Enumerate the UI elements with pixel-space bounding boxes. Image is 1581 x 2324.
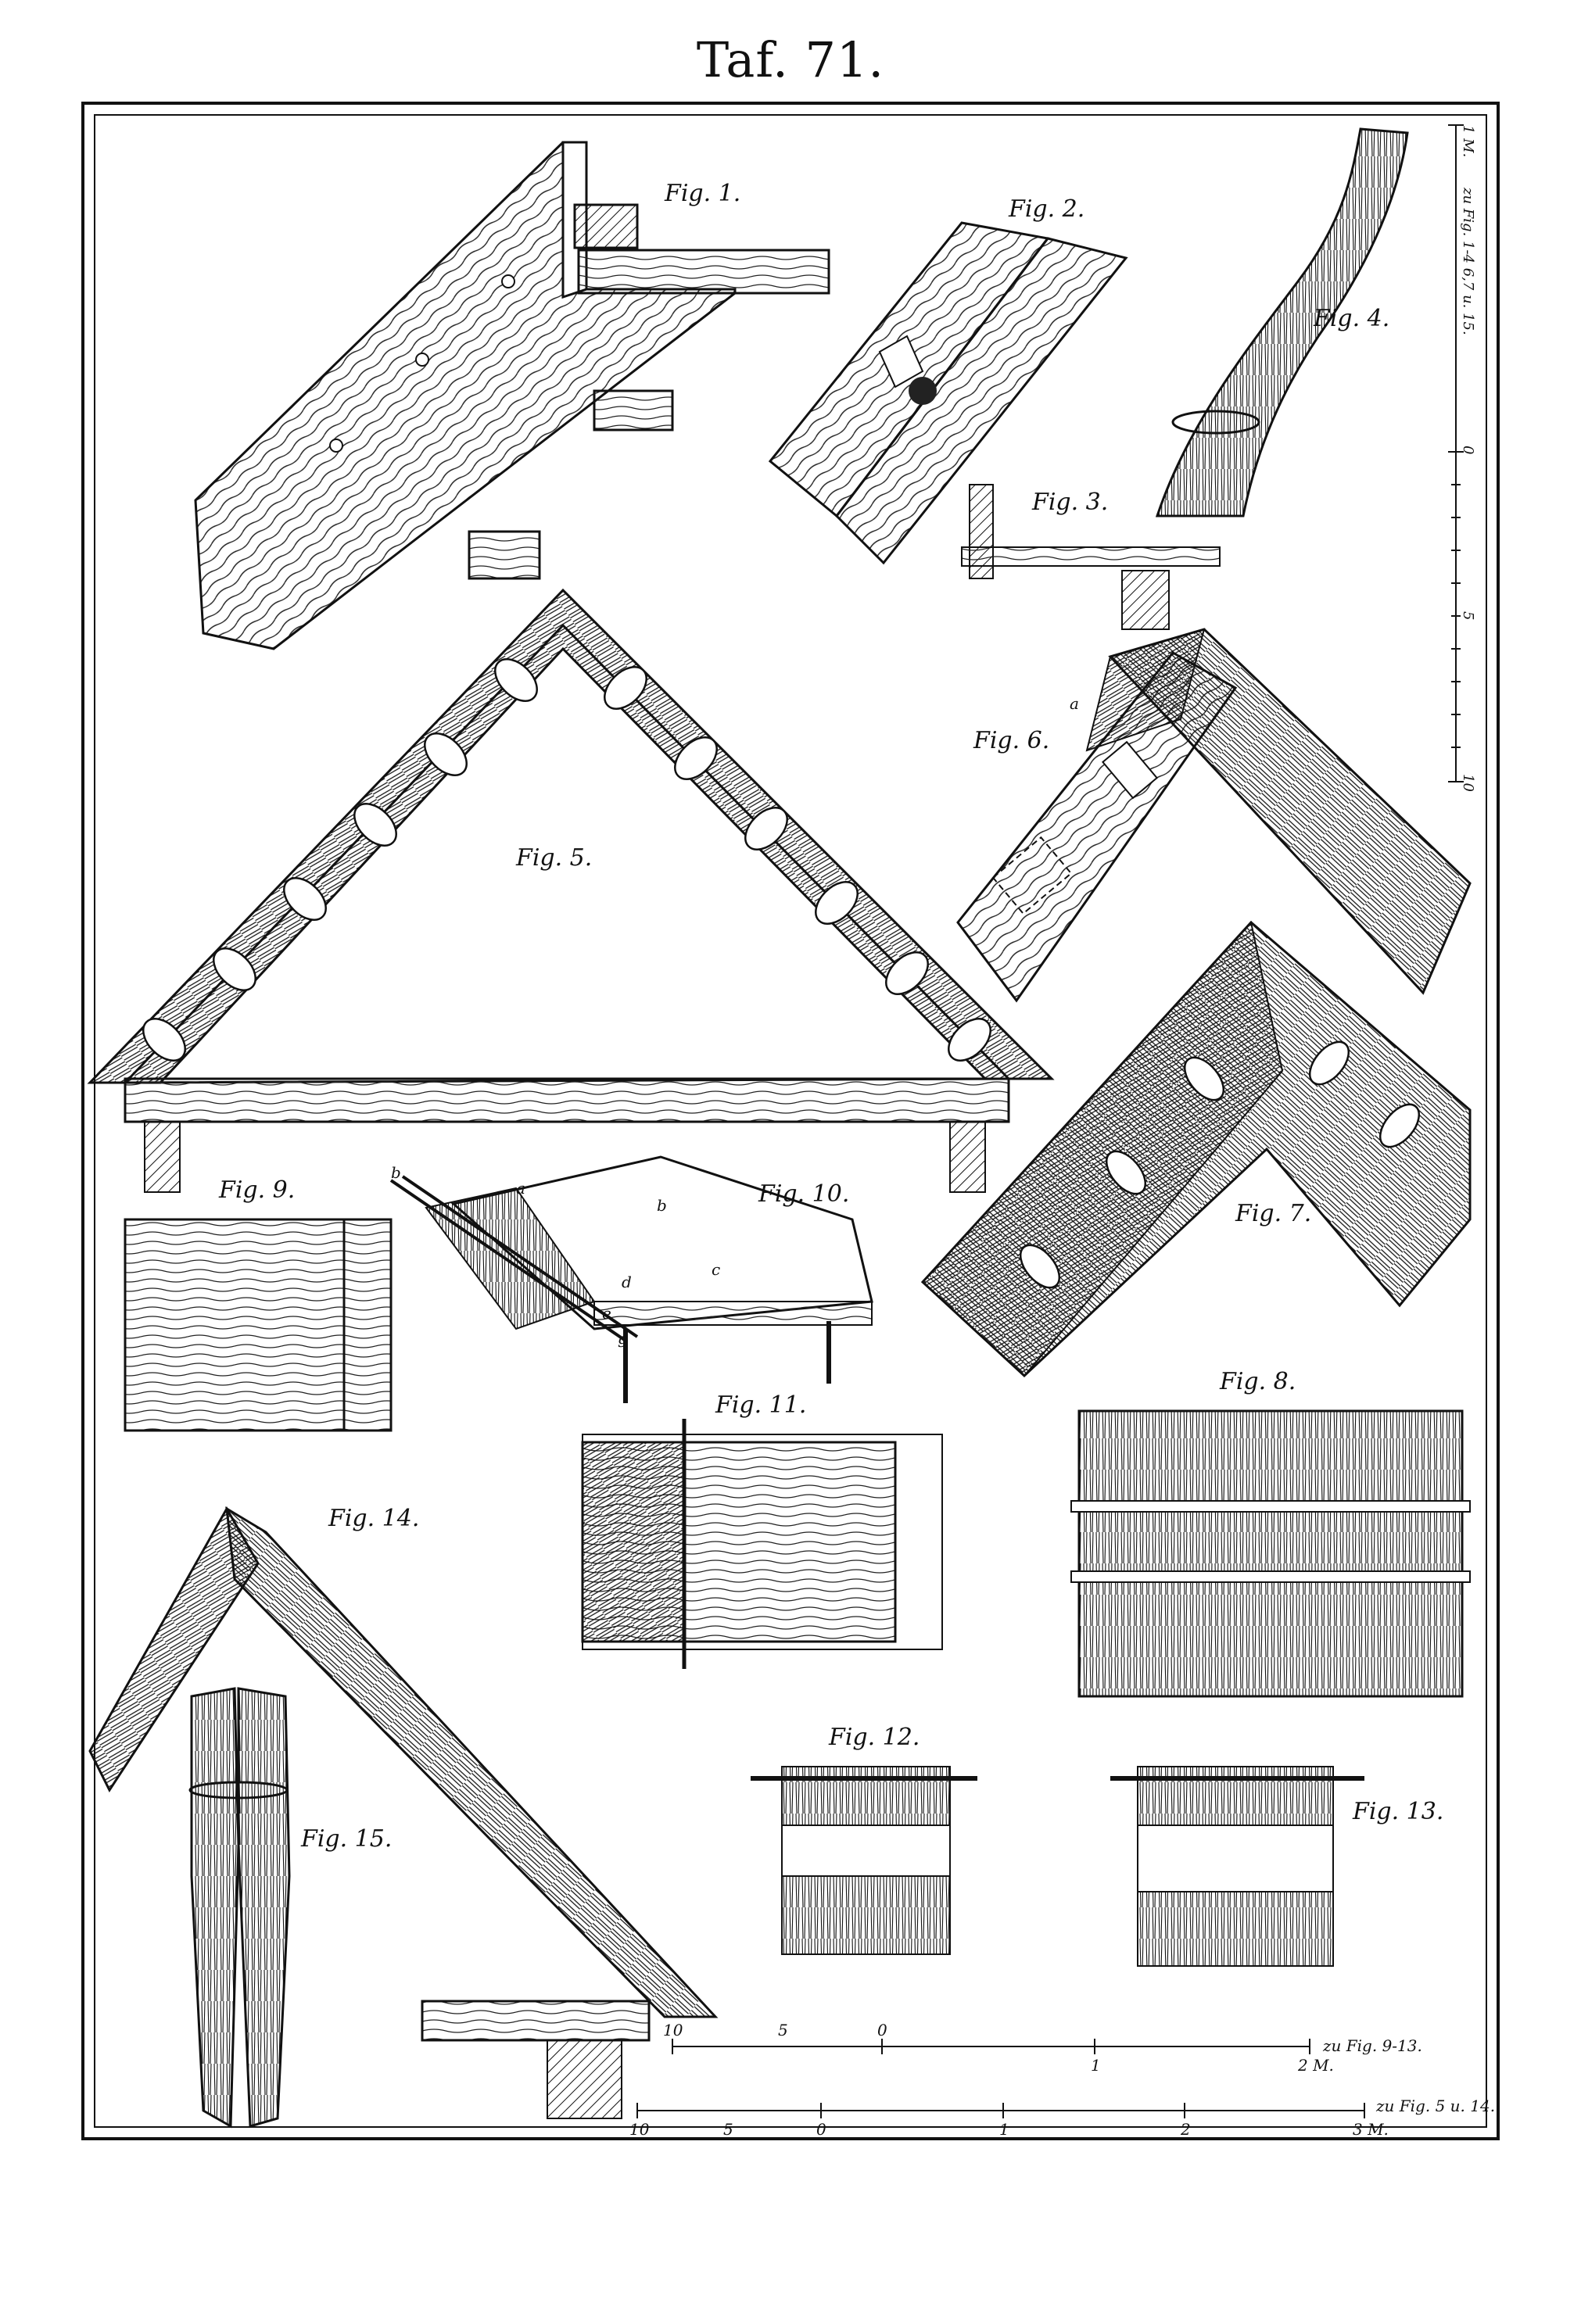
fig10-letter-g: g bbox=[618, 1329, 628, 1348]
fig10-drawing bbox=[389, 1155, 873, 1403]
right-scale-unit: 1 M. bbox=[1460, 125, 1476, 158]
right-scale bbox=[1448, 124, 1464, 782]
lower2-tick-0: 0 bbox=[816, 2120, 826, 2139]
fig6-letter-a: a bbox=[1070, 694, 1079, 713]
lower-scales bbox=[636, 2039, 1365, 2118]
fig14-label: Fig. 14. bbox=[328, 1505, 420, 1532]
fig4-label: Fig. 4. bbox=[1314, 305, 1390, 332]
lower1-tick-5: 5 bbox=[778, 2021, 788, 2039]
fig7-label: Fig. 7. bbox=[1235, 1200, 1312, 1227]
plate-frame-outer bbox=[81, 102, 1500, 2140]
fig15-label: Fig. 15. bbox=[301, 1825, 393, 1853]
fig10-letter-c: c bbox=[712, 1260, 721, 1279]
fig1-drawing bbox=[194, 141, 830, 650]
fig6-drawing bbox=[956, 628, 1472, 1003]
lower2-tick-3: 3 M. bbox=[1353, 2120, 1389, 2139]
fig12-drawing bbox=[751, 1766, 977, 1955]
lower1-tick-0: 0 bbox=[877, 2021, 887, 2039]
fig7-drawing bbox=[920, 920, 1472, 1378]
plate-title: Taf. 71. bbox=[696, 31, 885, 88]
fig9-drawing bbox=[124, 1218, 393, 1432]
lower1-tick-2: 2 M. bbox=[1298, 2056, 1334, 2075]
fig10-letter-e: e bbox=[602, 1304, 611, 1323]
fig13-label: Fig. 13. bbox=[1353, 1798, 1444, 1825]
fig10-letter-b2: b bbox=[657, 1196, 667, 1215]
fig15-drawing bbox=[188, 1687, 291, 2129]
plate-frame-inner bbox=[94, 114, 1487, 2128]
lower2-tick-1: 1 bbox=[999, 2120, 1009, 2139]
fig11-drawing bbox=[581, 1419, 943, 1669]
right-scale-tick-0: 0 bbox=[1460, 446, 1476, 455]
fig10-label: Fig. 10. bbox=[758, 1180, 850, 1208]
lower2-tick-2: 2 bbox=[1181, 2120, 1191, 2139]
right-scale-label: zu Fig. 1-4 6,7 u. 15. bbox=[1460, 188, 1476, 335]
fig2-label: Fig. 2. bbox=[1009, 195, 1085, 223]
fig9-label: Fig. 9. bbox=[219, 1176, 296, 1204]
fig3-label: Fig. 3. bbox=[1032, 489, 1109, 516]
fig14-drawing bbox=[88, 1506, 719, 2119]
lower1-tick-1: 1 bbox=[1091, 2056, 1101, 2075]
fig13-drawing bbox=[1110, 1766, 1364, 1967]
fig1-label: Fig. 1. bbox=[665, 180, 741, 207]
lower2-tick-10: 10 bbox=[629, 2120, 650, 2139]
right-scale-tick-10: 10 bbox=[1460, 774, 1476, 792]
fig5-drawing bbox=[87, 588, 1055, 1193]
fig5-label: Fig. 5. bbox=[516, 844, 593, 872]
fig10-letter-b: b bbox=[391, 1163, 401, 1182]
fig4-drawing bbox=[1155, 127, 1409, 517]
lower1-label: zu Fig. 9-13. bbox=[1323, 2036, 1422, 2055]
fig8-label: Fig. 8. bbox=[1220, 1368, 1296, 1395]
fig11-label: Fig. 11. bbox=[715, 1391, 807, 1419]
fig3-drawing bbox=[961, 484, 1221, 630]
fig8-drawing bbox=[1070, 1409, 1471, 1698]
fig12-label: Fig. 12. bbox=[829, 1724, 920, 1751]
fig10-letter-a: a bbox=[516, 1179, 525, 1198]
right-scale-tick-5: 5 bbox=[1460, 611, 1476, 621]
fig2-drawing bbox=[768, 221, 1128, 565]
fig10-letter-d: d bbox=[622, 1273, 632, 1291]
fig6-label: Fig. 6. bbox=[973, 727, 1050, 754]
lower1-tick-10: 10 bbox=[663, 2021, 683, 2039]
lower2-tick-5: 5 bbox=[723, 2120, 733, 2139]
lower2-label: zu Fig. 5 u. 14. bbox=[1376, 2097, 1496, 2115]
